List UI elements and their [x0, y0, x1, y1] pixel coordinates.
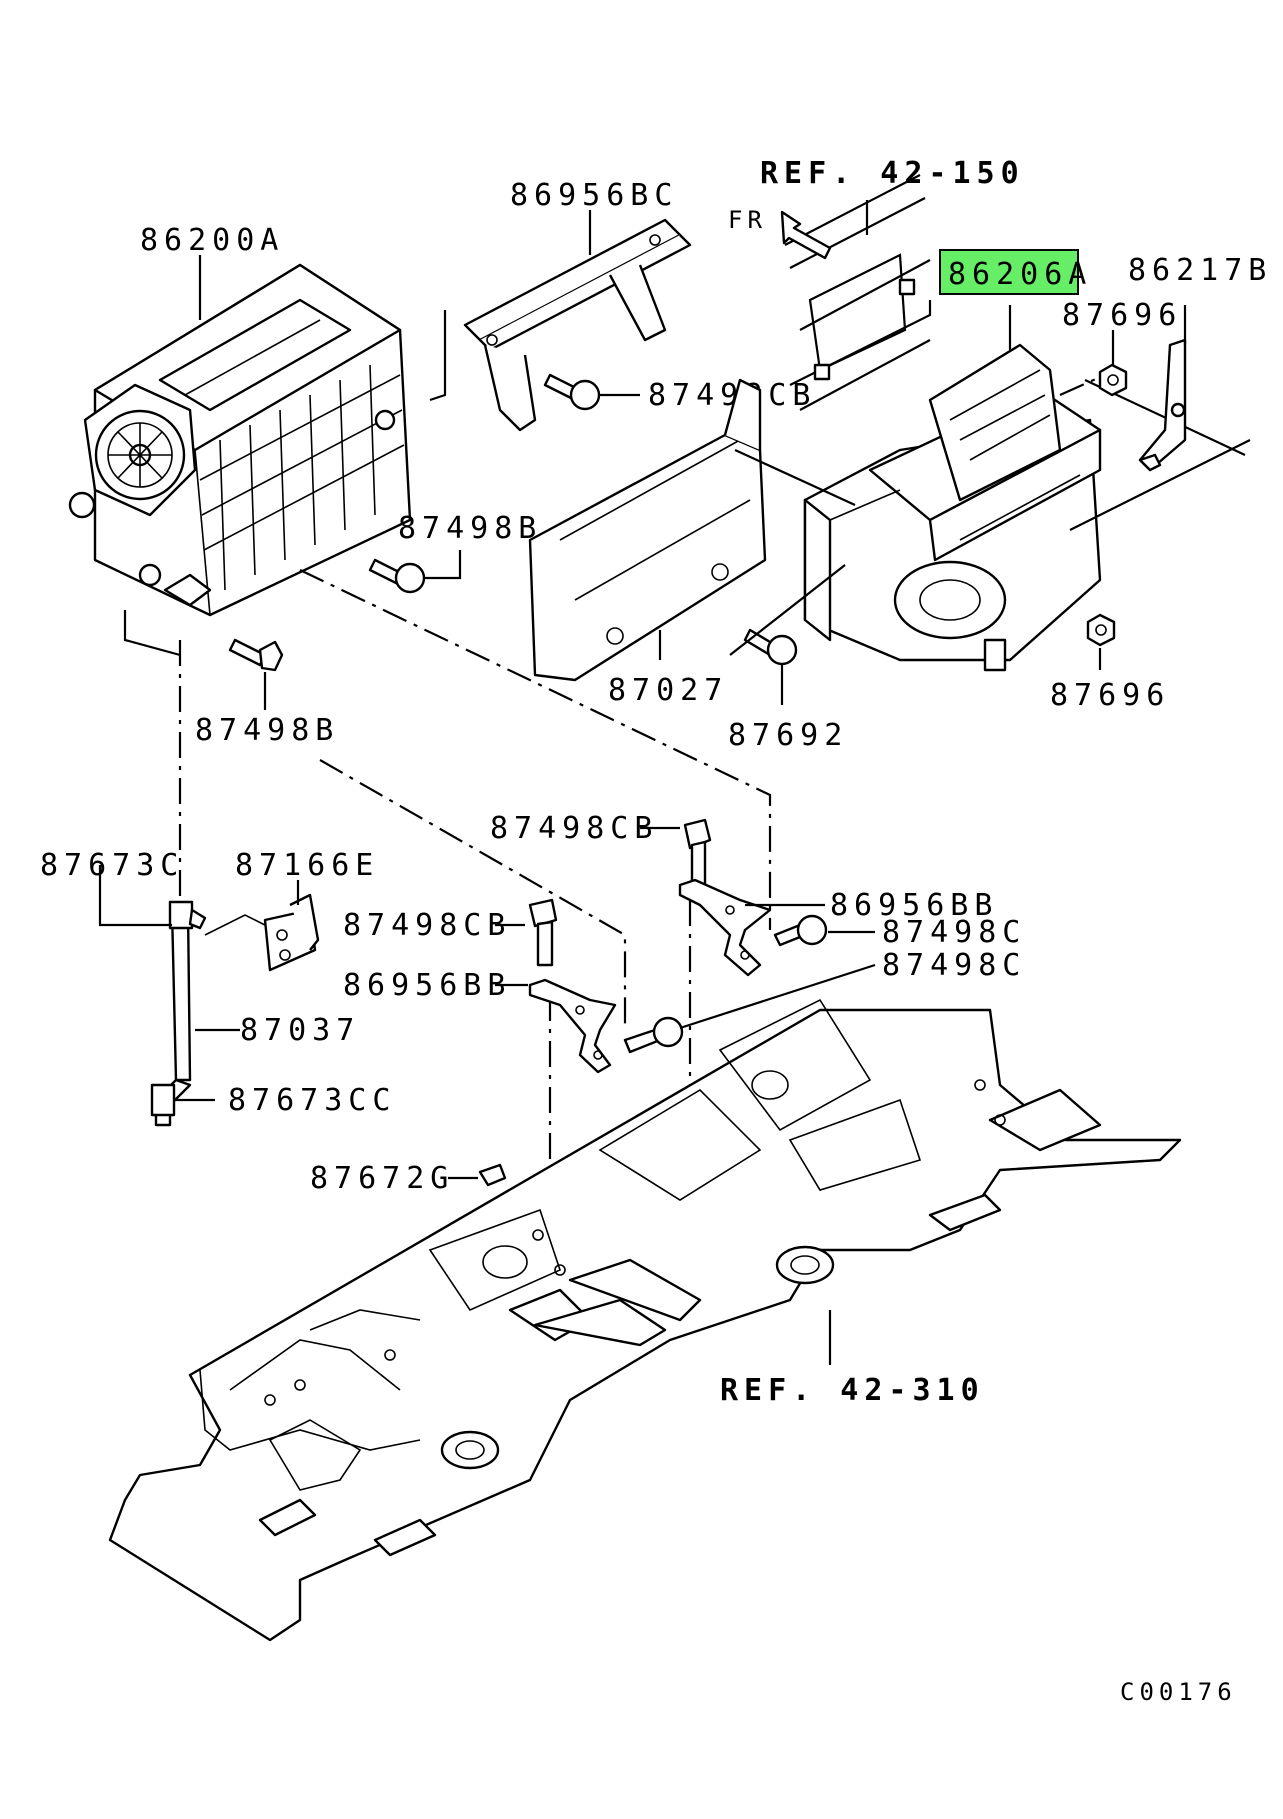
nut-87696-bottom[interactable] — [1086, 613, 1116, 647]
part-label-87027[interactable]: 87027 — [608, 673, 728, 708]
front-arrow-icon — [780, 210, 832, 260]
heater-unit-86200A[interactable] — [68, 263, 412, 617]
bolt-87498CB-low[interactable] — [528, 898, 558, 967]
part-label-86200A[interactable]: 86200A — [140, 223, 284, 258]
part-label-87498C-a[interactable]: 87498C — [882, 915, 1026, 950]
cover-87027[interactable] — [528, 378, 767, 682]
bolt-87498C-b[interactable] — [623, 1016, 684, 1054]
floor-panel-ref-42-310[interactable] — [108, 998, 1182, 1642]
part-label-87498CB-top[interactable]: 87498CB — [648, 378, 816, 413]
clip-87672G[interactable] — [478, 1163, 507, 1187]
bolt-87498B-left[interactable] — [228, 638, 284, 672]
part-label-87692[interactable]: 87692 — [728, 718, 848, 753]
nut-87696-top[interactable] — [1098, 363, 1128, 397]
bolt-87498C-a[interactable] — [773, 914, 828, 947]
hose-87037[interactable] — [150, 900, 207, 1127]
ref-42-150-label[interactable]: REF. 42-150 — [760, 156, 1025, 191]
part-label-86217B[interactable]: 86217B — [1128, 253, 1272, 288]
screw-87692[interactable] — [743, 628, 798, 666]
part-label-87498B-left[interactable]: 87498B — [195, 713, 339, 748]
part-label-87696-bottom[interactable]: 87696 — [1050, 678, 1170, 713]
highlight-box-86206A — [939, 249, 1079, 295]
bolt-87498CB-mid[interactable] — [683, 818, 712, 887]
bracket-86956BB-right[interactable] — [678, 878, 772, 977]
bracket-86956BB-left[interactable] — [528, 978, 617, 1074]
bracket-86217B[interactable] — [1138, 338, 1187, 472]
diagram-code: C00176 — [1120, 1678, 1237, 1706]
part-label-87673CC[interactable]: 87673CC — [228, 1083, 396, 1118]
blower-unit-86206A[interactable] — [803, 343, 1102, 672]
bracket-86956BC[interactable] — [463, 218, 692, 432]
ref-42-310-label[interactable]: REF. 42-310 — [720, 1373, 985, 1408]
bracket-87166E[interactable] — [204, 893, 320, 972]
part-label-87672G[interactable]: 87672G — [310, 1161, 454, 1196]
part-label-86956BB-left[interactable]: 86956BB — [343, 968, 511, 1003]
part-label-87498CB-mid[interactable]: 87498CB — [490, 811, 658, 846]
part-label-87166E[interactable]: 87166E — [235, 848, 379, 883]
part-label-86956BC[interactable]: 86956BC — [510, 178, 678, 213]
bolt-87498CB-top[interactable] — [543, 373, 601, 411]
part-label-86956BB-right[interactable]: 86956BB — [830, 888, 998, 923]
part-label-86206A[interactable]: 86206A — [948, 257, 1092, 292]
part-label-87673C[interactable]: 87673C — [40, 848, 184, 883]
part-label-87498C-b[interactable]: 87498C — [882, 948, 1026, 983]
bolt-87498B-mid[interactable] — [368, 558, 426, 594]
part-label-87696-top[interactable]: 87696 — [1062, 298, 1182, 333]
cowl-panel-ref — [784, 174, 932, 411]
part-label-87037[interactable]: 87037 — [240, 1013, 360, 1048]
part-label-87498CB-low[interactable]: 87498CB — [343, 908, 511, 943]
front-direction-label: FR — [728, 206, 767, 234]
part-label-87498B-mid[interactable]: 87498B — [398, 511, 542, 546]
